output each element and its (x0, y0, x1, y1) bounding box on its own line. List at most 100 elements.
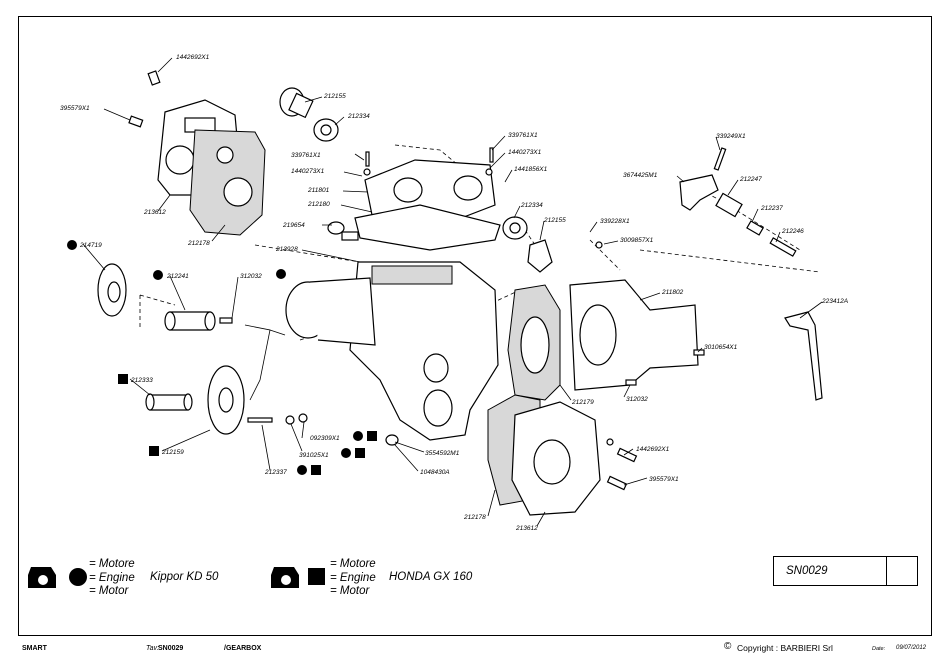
clip-219654 (327, 221, 359, 241)
screw-312032-left (219, 317, 233, 324)
seal-212334-mid (502, 216, 528, 240)
bolt-339761x1-a (365, 151, 370, 167)
pn-1048430a: 1048430A (420, 469, 450, 476)
footer: SMART Tav: SN0029 /GEARBOX © Copyright :… (0, 640, 952, 668)
pn-312032-left: 312032 (240, 273, 262, 280)
footer-date-value: 09/07/2012 (896, 645, 927, 651)
footer-brand: SMART (22, 645, 47, 652)
gasket-212180 (354, 204, 501, 251)
pn-212155-mid: 212155 (543, 217, 566, 224)
sleeve-212333 (145, 393, 193, 411)
section-slash: / (224, 645, 226, 652)
legend-kipor: = Motore = Engine = Motor (89, 558, 135, 599)
pn-212180: 212180 (307, 201, 330, 208)
pn-3010654x1: 3010654X1 (704, 344, 738, 351)
legend-kipor-line1: = Motore (89, 558, 135, 570)
pn-1440273x1-b: 1440273X1 (508, 149, 542, 156)
nut-092309x1 (298, 413, 308, 423)
housing-211802 (569, 279, 699, 391)
pn-212178-left: 212178 (187, 240, 210, 247)
washer-391025x1 (285, 415, 295, 425)
screw-3010654x1 (693, 349, 705, 356)
pn-3009857x1: 3009857X1 (620, 237, 654, 244)
drawing-frame (18, 16, 932, 636)
pn-339761x1-b: 339761X1 (508, 132, 538, 139)
code-box-divider (886, 557, 887, 585)
legend-honda-line1: = Motore (330, 558, 376, 570)
pn-339228x1: 339228X1 (600, 218, 630, 225)
leader-lines (82, 57, 823, 527)
screw-395579x1-top (128, 115, 144, 128)
pin-212337 (247, 417, 273, 423)
pn-339761x1-a: 339761X1 (291, 152, 321, 159)
pn-212334-top: 212334 (347, 113, 370, 120)
pn-212159: 212159 (161, 449, 184, 456)
pn-212246: 212246 (781, 228, 804, 235)
footer-date-label: Date: (872, 646, 886, 652)
pn-395579x1-bottom: 395579X1 (649, 476, 679, 483)
pn-213612-left: 213612 (143, 209, 166, 216)
pin-212246 (769, 237, 797, 257)
side-cover-213612-bottom (511, 401, 601, 516)
pn-3554592m1: 3554592M1 (425, 450, 460, 457)
footer-tav-value: SN0029 (158, 645, 184, 652)
legend-honda-line3: = Motor (330, 585, 370, 597)
seal-212334-top (313, 118, 339, 142)
bushing-212155-top (279, 87, 314, 119)
footer-section: /GEARBOX (224, 645, 261, 652)
pn-211801: 211801 (307, 187, 330, 194)
footer-section-label: GEARBOX (225, 645, 262, 652)
pn-219654: 219654 (282, 222, 305, 229)
legend-honda: = Motore = Engine = Motor (330, 558, 376, 599)
main-housing-213928 (285, 261, 499, 441)
pn-339249x1: 339249X1 (716, 133, 746, 140)
footer-tav-label: Tav: (146, 645, 159, 652)
legend-honda-line2: = Engine (330, 571, 376, 584)
lever-3674425m1 (679, 174, 719, 211)
pn-3674425m1: 3674425M1 (623, 172, 658, 179)
spring-212237 (746, 220, 764, 236)
pn-1442692x1-bottom: 1442692X1 (636, 446, 670, 453)
legend-kipor-model: Kippor KD 50 (150, 571, 219, 583)
drawing-code-box: SN0029 (773, 556, 918, 586)
plug-3554592m1 (385, 434, 399, 446)
pn-212241: 212241 (166, 273, 189, 280)
legend-kipor-line2: = Engine (89, 571, 135, 584)
pn-212237: 212237 (760, 205, 783, 212)
pn-213612-bottom: 213612 (515, 525, 538, 532)
legend-kipor-line3: = Motor (89, 585, 129, 597)
drawing-code: SN0029 (786, 565, 828, 577)
pn-212247: 212247 (739, 176, 762, 183)
legend-honda-model: HONDA GX 160 (389, 571, 473, 583)
engine-markers (67, 240, 377, 475)
washers (363, 168, 614, 446)
bushing-212155-mid (527, 239, 553, 273)
pn-1441856x1: 1441856X1 (514, 166, 548, 173)
engine-icon-kipor (28, 567, 87, 588)
part-number-labels: 1442692X1 395579X1 213612 212178 212155 … (60, 54, 848, 532)
engine-icon-honda (271, 567, 325, 588)
pn-212178-bottom: 212178 (463, 514, 486, 521)
shaft-212247 (715, 192, 743, 218)
flange-214719 (97, 263, 127, 317)
pn-211802: 211802 (661, 289, 684, 296)
pn-212337: 212337 (264, 469, 287, 476)
pn-212179: 212179 (571, 399, 594, 406)
pn-212334-mid: 212334 (520, 202, 543, 209)
copyright-icon: © (724, 641, 732, 652)
pn-1442692x1-top: 1442692X1 (176, 54, 210, 61)
flange-212159 (207, 365, 245, 435)
pn-1440273x1-a: 1440273X1 (291, 168, 325, 175)
pn-213928: 213928 (275, 246, 298, 253)
gasket-212178-left (189, 129, 266, 236)
screw-312032-right (625, 379, 637, 386)
pn-312032-right: 312032 (626, 396, 648, 403)
pn-395579x1-top: 395579X1 (60, 105, 90, 112)
pn-212155-top: 212155 (323, 93, 346, 100)
footer-copyright: Copyright : BARBIERI Srl (737, 643, 833, 653)
pn-212333: 212333 (130, 377, 153, 384)
screw-395579x1-bottom (606, 475, 628, 491)
bolt-339761x1-b (489, 147, 494, 163)
pn-092309x1: 092309X1 (310, 435, 340, 442)
